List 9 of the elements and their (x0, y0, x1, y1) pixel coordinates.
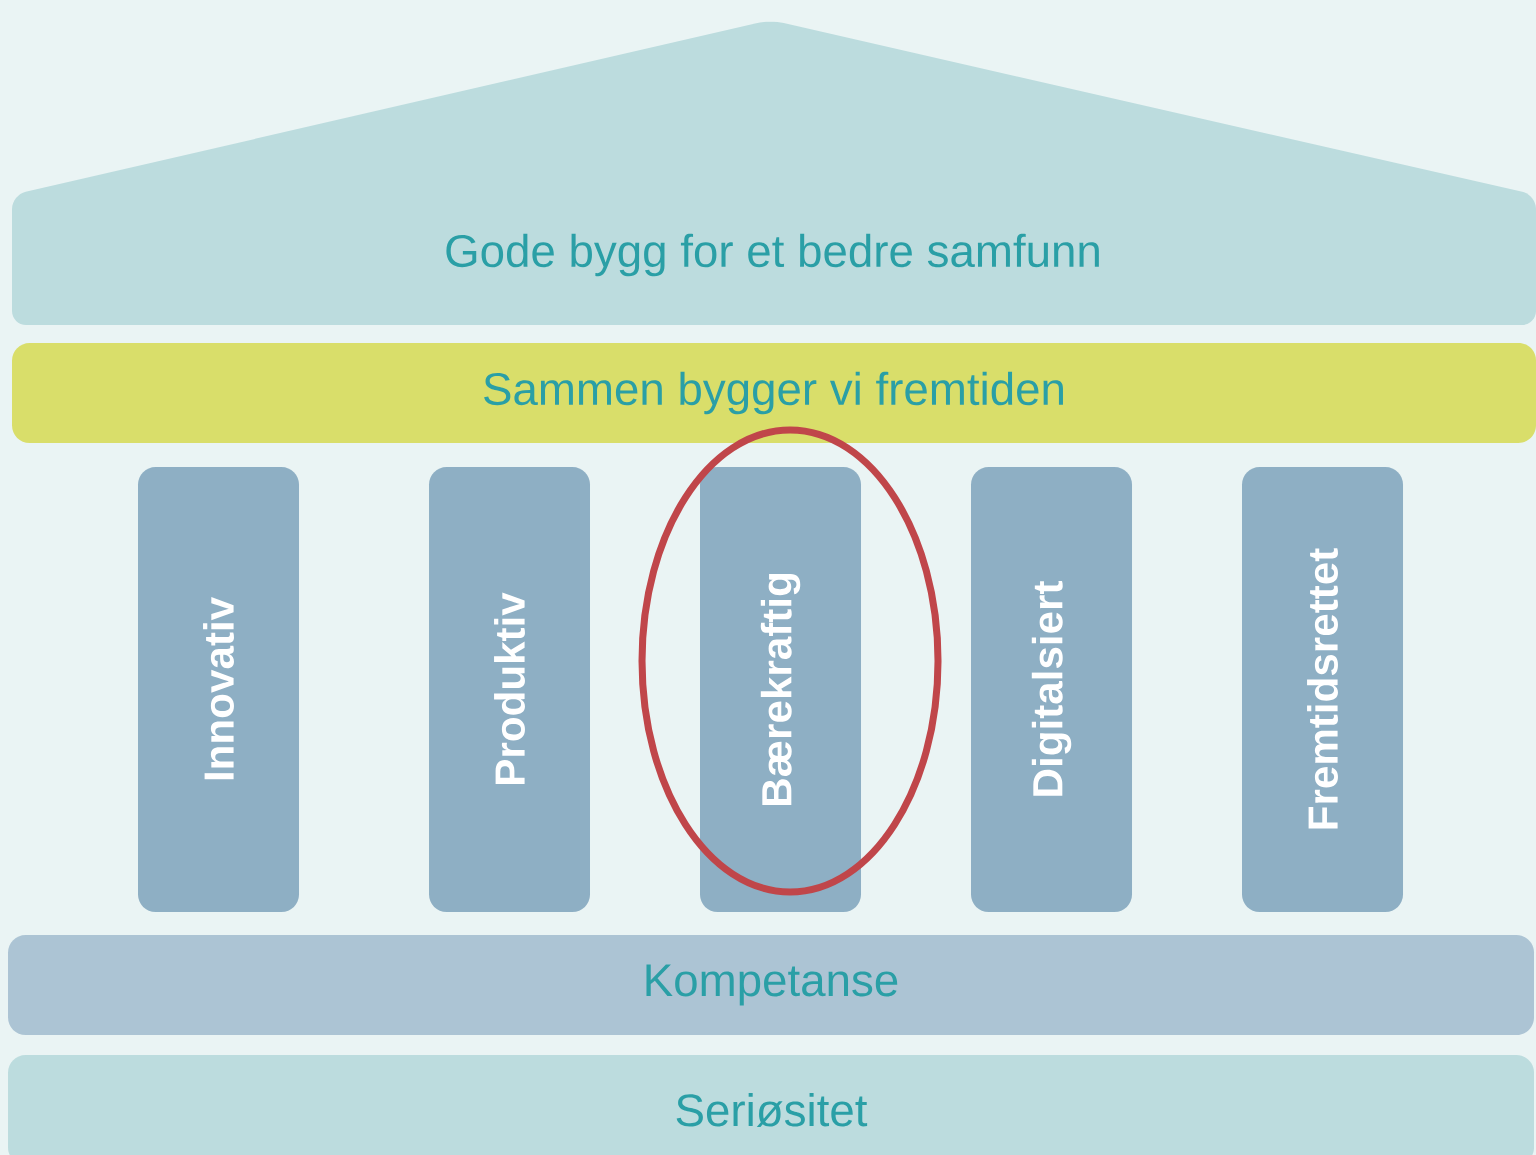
horizontal-band: Seriøsitet (8, 1055, 1534, 1155)
roof-band: Gode bygg for et bedre samfunn (12, 21, 1536, 325)
pillar-box: Produktiv (429, 467, 590, 912)
horizontal-band: Sammen bygger vi fremtiden (12, 343, 1536, 443)
horizontal-band: Kompetanse (8, 935, 1534, 1035)
highlight-ellipse (638, 426, 942, 896)
pillar-box: Fremtidsrettet (1242, 467, 1403, 912)
pillar-box: Digitalsiert (971, 467, 1132, 912)
pillar-box: Innovativ (138, 467, 299, 912)
